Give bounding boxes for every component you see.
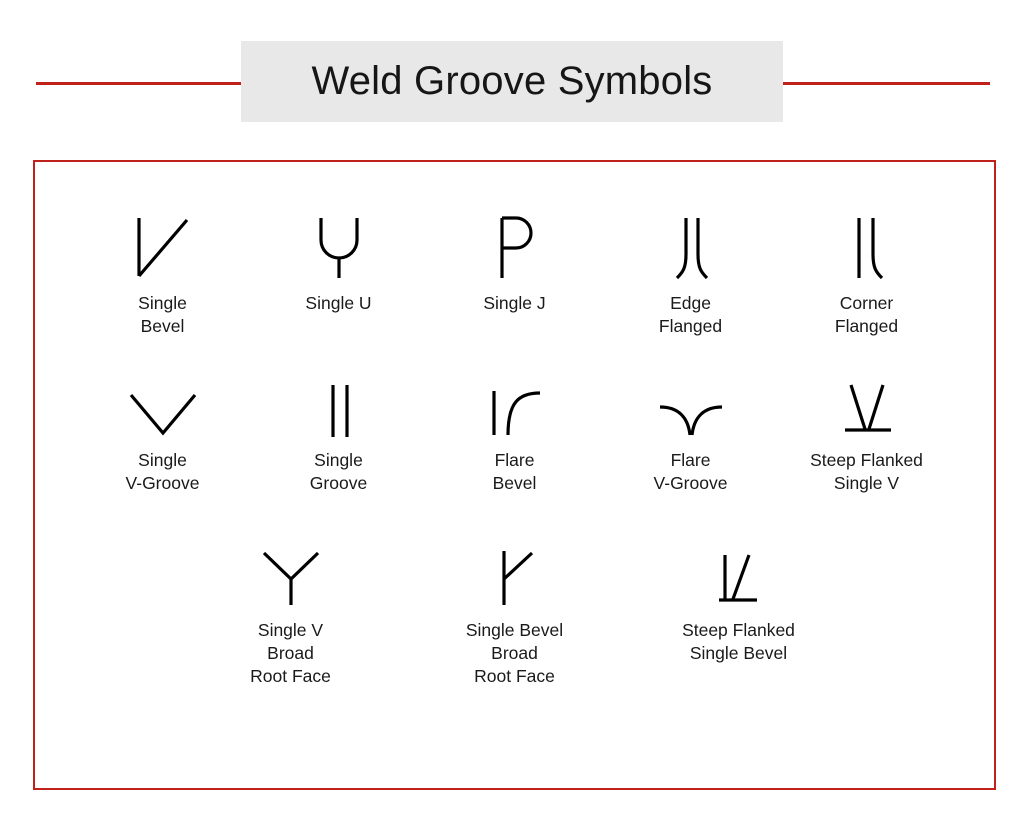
symbol-label: Single Bevel Broad Root Face — [465, 620, 564, 687]
symbol-label: Flare Bevel — [492, 450, 537, 494]
symbol-label: Single Bevel — [138, 293, 187, 337]
single-bevel-broad-root-face-icon — [492, 537, 538, 609]
symbol-row-3: Single V Broad Root Face Single Bevel Br… — [35, 537, 994, 688]
title-plate: Weld Groove Symbols — [241, 41, 783, 122]
symbol-cell-single-v-groove: Single V-Groove — [75, 367, 251, 495]
symbol-cell-single-bevel-broad-root-face: Single Bevel Broad Root Face — [403, 537, 627, 688]
symbol-label: Steep Flanked Single V — [810, 450, 923, 494]
symbol-label: Single V-Groove — [125, 450, 200, 494]
symbol-row-2: Single V-Groove Single Groove Flare Beve… — [35, 367, 994, 495]
flare-v-groove-icon — [656, 367, 726, 439]
symbol-cell-flare-bevel: Flare Bevel — [427, 367, 603, 495]
steep-flanked-single-v-icon — [835, 367, 899, 439]
symbol-cell-single-v-broad-root-face: Single V Broad Root Face — [179, 537, 403, 688]
title-rule-right — [782, 82, 990, 85]
steep-flanked-single-bevel-icon — [711, 537, 767, 609]
symbol-label: Edge Flanged — [658, 293, 723, 337]
symbol-cell-single-groove: Single Groove — [251, 367, 427, 495]
symbol-cell-edge-flanged: Edge Flanged — [603, 210, 779, 338]
symbol-label: Single U — [305, 293, 372, 313]
corner-flanged-icon — [845, 210, 889, 282]
symbol-cell-flare-v-groove: Flare V-Groove — [603, 367, 779, 495]
symbol-cell-corner-flanged: Corner Flanged — [779, 210, 955, 338]
symbol-label: Single J — [483, 293, 546, 313]
symbol-cell-steep-flanked-single-v: Steep Flanked Single V — [779, 367, 955, 495]
single-v-broad-root-face-icon — [258, 537, 324, 609]
single-v-groove-icon — [125, 367, 201, 439]
symbol-cell-steep-flanked-single-bevel: Steep Flanked Single Bevel — [627, 537, 851, 688]
flare-bevel-groove-icon — [486, 367, 544, 439]
symbol-label: Single Groove — [309, 450, 368, 494]
edge-flanged-icon — [667, 210, 715, 282]
symbol-cell-single-u: Single U — [251, 210, 427, 338]
symbol-cell-single-j: Single J — [427, 210, 603, 338]
title-rule-left — [36, 82, 242, 85]
symbol-panel: Single Bevel Single U Single J — [33, 160, 996, 790]
single-u-groove-icon — [309, 210, 369, 282]
single-bevel-groove-icon — [131, 210, 195, 282]
symbol-cell-single-bevel: Single Bevel — [75, 210, 251, 338]
symbol-label: Single V Broad Root Face — [250, 620, 331, 687]
page-title: Weld Groove Symbols — [311, 59, 713, 103]
title-banner: Weld Groove Symbols — [0, 41, 1024, 125]
symbol-label: Corner Flanged — [834, 293, 899, 337]
symbol-label: Flare V-Groove — [653, 450, 728, 494]
single-square-groove-icon — [321, 367, 357, 439]
symbol-row-1: Single Bevel Single U Single J — [35, 210, 994, 338]
symbol-label: Steep Flanked Single Bevel — [682, 620, 795, 664]
single-j-groove-icon — [492, 210, 538, 282]
